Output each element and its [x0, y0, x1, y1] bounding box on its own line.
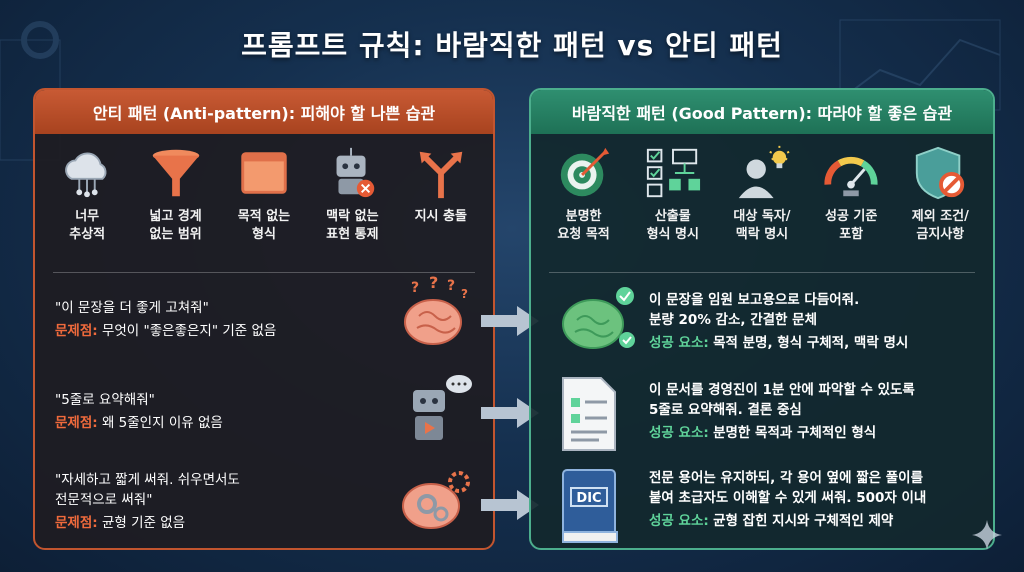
good-divider: [549, 272, 975, 273]
anti-divider: [53, 272, 475, 273]
anti-pattern-header: 안티 패턴 (Anti-pattern): 피해야 할 나쁜 습관: [35, 90, 493, 134]
problem-text: 왜 5줄인지 이유 없음: [97, 415, 223, 431]
anti-icon-label: 너무 추상적: [69, 209, 106, 242]
success-text: 목적 분명, 형식 구체적, 맥락 명시: [713, 335, 909, 351]
anti-icon-label: 맥락 없는 표현 통제: [326, 209, 379, 242]
good-icon-cell-criteria: 성공 기준 포함: [808, 144, 894, 264]
anti-example-quote: "자세하고 짧게 써줘. 쉬우면서도 전문적으로 써줘": [55, 472, 240, 508]
anti-example-1: "이 문장을 더 좋게 고쳐줘" 문제점: 무엇이 "좋은좋은지" 기준 없음: [55, 298, 385, 342]
document-checklist-icon: [562, 377, 616, 451]
good-pattern-header: 바람직한 패턴 (Good Pattern): 따라야 할 좋은 습관: [531, 90, 993, 134]
good-example-1: 이 문장을 임원 보고용으로 다듬어줘. 분량 20% 감소, 간결한 문체 성…: [649, 290, 989, 354]
page-title: 프롬프트 규칙: 바람직한 패턴 vs 안티 패턴: [241, 29, 783, 62]
checklist-flow-icon: [646, 148, 700, 198]
svg-text:?: ?: [461, 287, 468, 301]
good-icon-cell-audience: 대상 독자/ 맥락 명시: [719, 144, 805, 264]
anti-icon-label: 목적 없는 형식: [237, 209, 291, 242]
svg-text:?: ?: [447, 278, 455, 294]
anti-example-2: "5줄로 요약해줘" 문제점: 왜 5줄인지 이유 없음: [55, 390, 385, 434]
success-text: 균형 잡힌 지시와 구체적인 제약: [713, 513, 894, 529]
good-icon-label: 산출물 형식 명시: [646, 209, 699, 242]
brain-gears-icon: [402, 471, 470, 529]
anti-icon-cell-abstract: 너무 추상적: [44, 144, 130, 264]
anti-icon-label: 넓고 경계 없는 범위: [149, 209, 202, 242]
robot-speech-icon: [413, 375, 472, 440]
anti-icon-label: 지시 충돌: [414, 209, 467, 224]
good-icon-cell-format: 산출물 형식 명시: [630, 144, 716, 264]
success-text: 분명한 목적과 구체적인 형식: [713, 425, 877, 441]
problem-text: 무엇이 "좋은좋은지" 기준 없음: [101, 323, 277, 339]
arrow-right-icon: [481, 306, 539, 336]
good-icon-cell-exclusion: 제외 조건/ 금지사항: [897, 144, 983, 264]
problem-tag: 문제점:: [55, 323, 98, 339]
anti-example-quote: "5줄로 요약해줘": [55, 392, 155, 408]
anti-icon-cell-format: 목적 없는 형식: [221, 144, 307, 264]
problem-tag: 문제점:: [55, 415, 98, 431]
anti-example-quote: "이 문장을 더 좋게 고쳐줘": [55, 300, 209, 316]
anti-icon-cell-control: 맥락 없는 표현 통제: [309, 144, 395, 264]
good-example-quote: 이 문장을 임원 보고용으로 다듬어줘. 분량 20% 감소, 간결한 문체: [649, 292, 860, 328]
good-pattern-icon-row: 분명한 요청 목적 산출물 형식 명시: [531, 134, 993, 264]
anti-example-problem: 문제점: 균형 기준 없음: [55, 512, 385, 534]
split-arrows-icon: [419, 151, 463, 199]
anti-example-problem: 문제점: 무엇이 "좋은좋은지" 기준 없음: [55, 320, 385, 342]
target-icon: [560, 147, 609, 197]
anti-pattern-panel: 안티 패턴 (Anti-pattern): 피해야 할 나쁜 습관 너무 추상적…: [33, 88, 495, 550]
anti-example-problem: 문제점: 왜 5줄인지 이유 없음: [55, 412, 385, 434]
good-icon-label: 성공 기준 포함: [824, 209, 878, 242]
person-idea-icon: [738, 145, 790, 199]
good-icon-label: 분명한 요청 목적: [557, 209, 610, 242]
dictionary-book-icon: DIC: [562, 469, 618, 543]
sparkle-icon: [972, 520, 1002, 550]
cloud-network-icon: [65, 152, 107, 198]
arrow-right-icon: [481, 398, 539, 428]
dic-label: DIC: [576, 491, 601, 506]
success-tag: 성공 요소:: [649, 335, 709, 351]
good-example-2: 이 문서를 경영진이 1분 안에 파악할 수 있도록 5줄로 요약해줘. 결론 …: [649, 380, 989, 444]
gauge-icon: [824, 156, 878, 197]
problem-tag: 문제점:: [55, 515, 98, 531]
good-icon-cell-purpose: 분명한 요청 목적: [541, 144, 627, 264]
problem-text: 균형 기준 없음: [101, 515, 186, 531]
arrow-right-icon: [481, 490, 539, 520]
success-tag: 성공 요소:: [649, 425, 709, 441]
anti-pattern-icon-row: 너무 추상적 넓고 경계 없는 범위 목적 없는 형식: [35, 134, 493, 264]
anti-icon-cell-conflict: 지시 충돌: [398, 144, 484, 264]
svg-text:?: ?: [411, 280, 419, 296]
funnel-icon: [152, 149, 199, 197]
anti-example-3: "자세하고 짧게 써줘. 쉬우면서도 전문적으로 써줘" 문제점: 균형 기준 …: [55, 470, 385, 534]
anti-icon-cell-scope: 넓고 경계 없는 범위: [133, 144, 219, 264]
robot-error-icon: [336, 147, 375, 198]
good-example-success: 성공 요소: 목적 분명, 형식 구체적, 맥락 명시: [649, 332, 989, 354]
good-example-3: 전문 용어는 유지하되, 각 용어 옆에 짧은 풀이를 붙여 초급자도 이해할 …: [649, 468, 989, 532]
good-example-quote: 전문 용어는 유지하되, 각 용어 옆에 짧은 풀이를 붙여 초급자도 이해할 …: [649, 470, 927, 506]
shield-ban-icon: [916, 146, 965, 200]
blank-window-icon: [241, 152, 287, 194]
good-pattern-panel: 바람직한 패턴 (Good Pattern): 따라야 할 좋은 습관 분명한 …: [529, 88, 995, 550]
brain-check-icon: [562, 287, 635, 349]
good-example-quote: 이 문서를 경영진이 1분 안에 파악할 수 있도록 5줄로 요약해줘. 결론 …: [649, 382, 915, 418]
good-icon-label: 제외 조건/ 금지사항: [911, 209, 969, 242]
good-example-success: 성공 요소: 균형 잡힌 지시와 구체적인 제약: [649, 510, 989, 532]
good-icon-label: 대상 독자/ 맥락 명시: [733, 209, 791, 242]
success-tag: 성공 요소:: [649, 513, 709, 529]
svg-text:?: ?: [429, 276, 438, 292]
good-example-success: 성공 요소: 분명한 목적과 구체적인 형식: [649, 422, 989, 444]
brain-question-icon: ? ? ? ?: [404, 276, 468, 345]
